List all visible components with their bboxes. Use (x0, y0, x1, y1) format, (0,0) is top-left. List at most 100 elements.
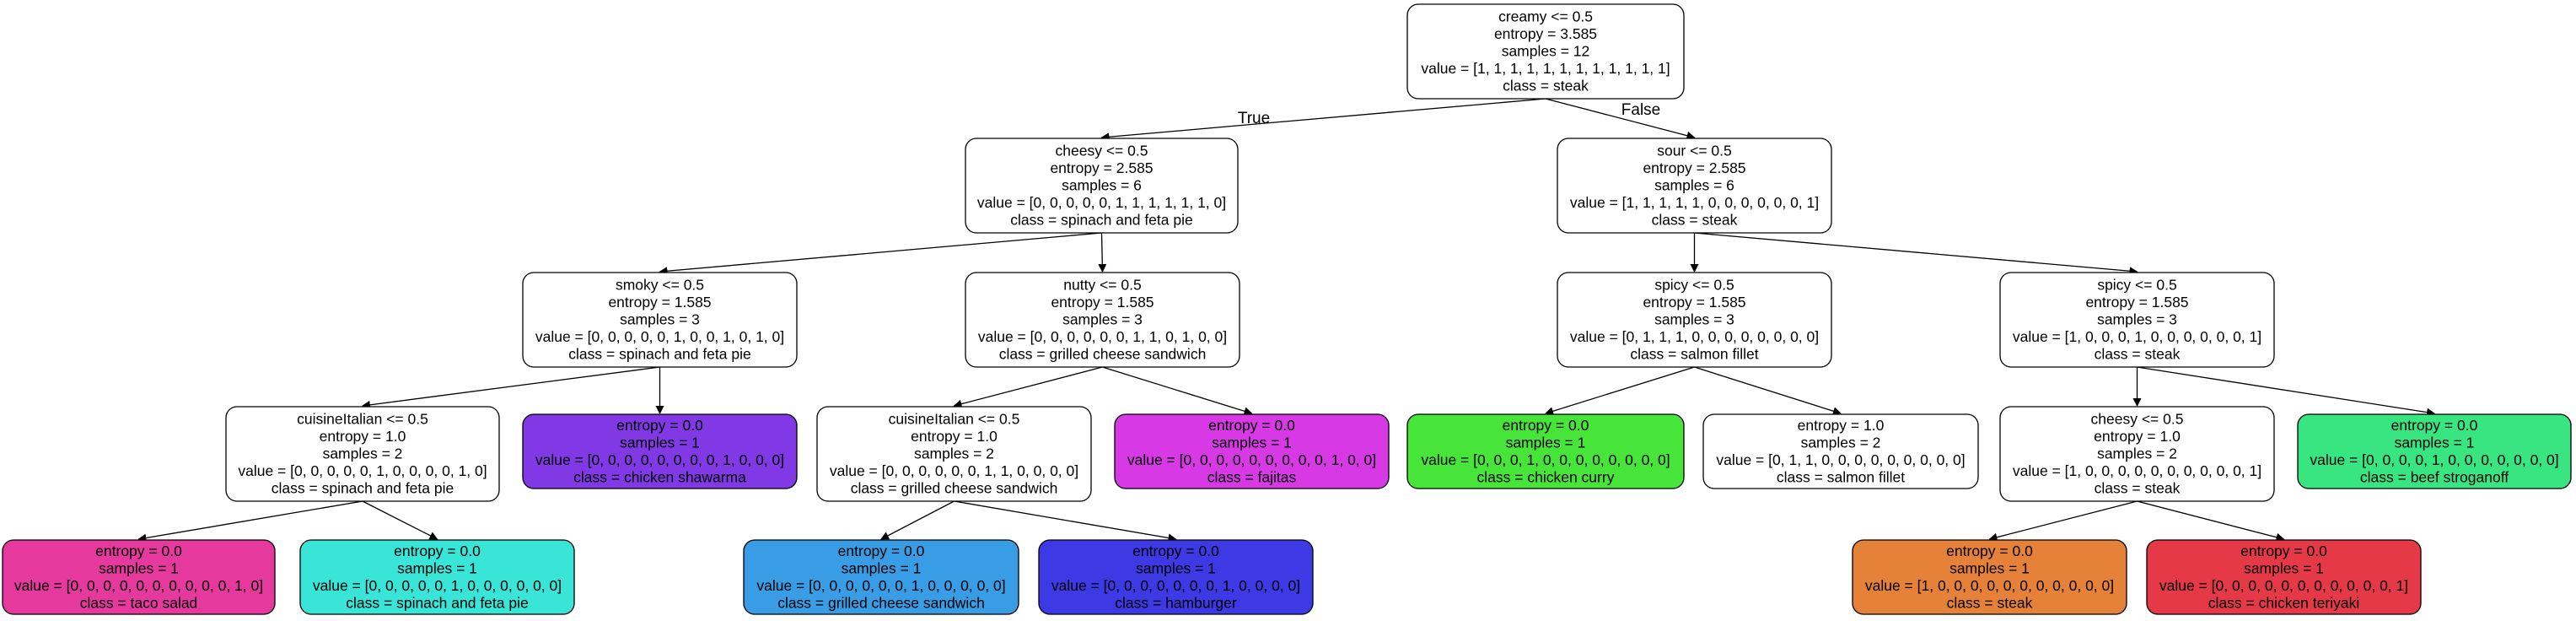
node-line: class = steak (2095, 480, 2181, 497)
node-box (1114, 413, 1390, 489)
node-box (1038, 539, 1314, 615)
node-line: samples = 6 (1654, 177, 1734, 194)
node-line: entropy = 0.0 (394, 543, 481, 559)
node-line: value = [0, 0, 0, 0, 1, 0, 0, 0, 0, 0, 0… (2310, 451, 2558, 468)
node-line: value = [0, 0, 0, 1, 0, 0, 0, 0, 0, 0, 0… (1421, 451, 1670, 468)
node-box (2146, 539, 2422, 615)
node-line: cheesy <= 0.5 (2091, 411, 2184, 428)
node-line: value = [0, 0, 0, 0, 0, 1, 1, 1, 1, 1, 1… (977, 194, 1226, 211)
node-line: samples = 1 (1949, 559, 2030, 576)
node-line: value = [0, 1, 1, 0, 0, 0, 0, 0, 0, 0, 0… (1716, 451, 1965, 468)
node-line: class = chicken shawarma (573, 468, 746, 485)
node-line: creamy <= 0.5 (1498, 8, 1593, 25)
node-box (1702, 413, 1979, 489)
node-box (743, 539, 1019, 615)
node-line: entropy = 2.585 (1643, 159, 1745, 176)
node-box (1557, 138, 1832, 234)
node-box (965, 272, 1240, 368)
node-box (225, 406, 500, 502)
node-box (1852, 539, 2127, 615)
node-line: entropy = 3.585 (1494, 25, 1597, 42)
edge-n-cuisine-a-to-n-taco (137, 500, 363, 543)
edge-n-spicy-a-to-n-curry (1545, 366, 1695, 416)
node-line: class = chicken curry (1477, 468, 1615, 485)
node-line: samples = 1 (1136, 559, 1216, 576)
node-line: entropy = 0.0 (1503, 417, 1589, 434)
node-line: entropy = 0.0 (2240, 543, 2327, 559)
node-box (1999, 272, 2275, 368)
node-line: class = salmon fillet (1777, 468, 1905, 485)
edge-n-sour-to-n-spicy-b (1694, 232, 2138, 276)
edge-n-spicy-a-to-n-salmon (1694, 366, 1842, 416)
node-line: value = [0, 0, 0, 0, 0, 0, 0, 0, 0, 1, 0… (1127, 451, 1376, 468)
node-line: samples = 1 (99, 559, 179, 576)
node-line: value = [0, 0, 0, 0, 0, 1, 0, 0, 1, 0, 1… (535, 328, 784, 345)
edge-n-cheesy-b-to-n-teriyaki (2137, 500, 2285, 542)
node-line: value = [1, 1, 1, 1, 1, 0, 0, 0, 0, 0, 0… (1570, 194, 1819, 211)
node-line: samples = 1 (397, 559, 477, 576)
node-line: class = grilled cheese sandwich (851, 480, 1058, 497)
node-line: samples = 2 (914, 446, 994, 462)
node-line: entropy = 0.0 (1132, 543, 1219, 559)
node-line: entropy = 1.585 (1643, 294, 1745, 310)
node-line: value = [0, 0, 0, 0, 0, 0, 0, 0, 1, 0, 0… (535, 451, 784, 468)
node-line: class = grilled cheese sandwich (777, 594, 985, 611)
node-line: entropy = 0.0 (1208, 417, 1295, 434)
node-line: class = chicken teriyaki (2208, 594, 2359, 611)
edge-n-cuisine-b-to-n-hamburger (954, 500, 1177, 543)
node-line: entropy = 1.0 (1798, 417, 1885, 434)
edge-root-to-n-sour (1545, 98, 1696, 140)
node-box (1999, 406, 2275, 502)
node-line: class = taco salad (80, 594, 198, 611)
node-line: samples = 1 (2395, 434, 2475, 451)
node-line: samples = 1 (620, 434, 700, 451)
node-box (1406, 3, 1685, 100)
node-line: entropy = 1.0 (320, 428, 406, 445)
node-line: class = steak (1503, 78, 1589, 94)
node-line: value = [1, 0, 0, 0, 0, 0, 0, 0, 0, 0, 0… (1865, 577, 2114, 594)
node-line: value = [0, 0, 0, 0, 0, 1, 0, 0, 0, 0, 0… (313, 577, 562, 594)
node-box (1557, 272, 1832, 368)
node-line: nutty <= 0.5 (1063, 277, 1141, 294)
edge-label-false: False (1621, 101, 1660, 119)
node-box (816, 406, 1092, 502)
node-box (522, 413, 798, 489)
node-line: samples = 3 (2097, 311, 2177, 328)
edge-n-smoky-to-n-cuisine-a (362, 366, 660, 409)
node-box (2, 539, 276, 615)
node-line: samples = 1 (842, 559, 922, 576)
node-line: spicy <= 0.5 (2097, 277, 2176, 294)
node-line: entropy = 1.585 (1051, 294, 1154, 310)
node-line: samples = 6 (1062, 177, 1142, 194)
node-line: spicy <= 0.5 (1654, 277, 1734, 294)
edge-n-cheesy-to-n-nutty (1098, 232, 1107, 273)
node-line: class = hamburger (1115, 594, 1237, 611)
node-line: class = spinach and feta pie (568, 346, 750, 363)
edge-root-to-n-cheesy (1100, 98, 1546, 142)
node-line: value = [1, 0, 0, 0, 1, 0, 0, 0, 0, 0, 0… (2013, 328, 2261, 345)
edge-label-true: True (1238, 110, 1270, 127)
node-line: class = steak (2095, 346, 2181, 363)
node-line: class = spinach and feta pie (346, 594, 528, 611)
node-box (2297, 413, 2572, 489)
node-box (965, 138, 1239, 234)
node-line: entropy = 0.0 (1946, 543, 2033, 559)
node-line: samples = 3 (620, 311, 700, 328)
node-line: value = [0, 0, 0, 0, 0, 0, 1, 1, 0, 0, 0… (830, 462, 1078, 479)
node-line: entropy = 1.0 (911, 428, 998, 445)
node-line: class = salmon fillet (1630, 346, 1758, 363)
node-line: value = [0, 0, 0, 0, 0, 0, 0, 1, 0, 0, 0… (1051, 577, 1300, 594)
